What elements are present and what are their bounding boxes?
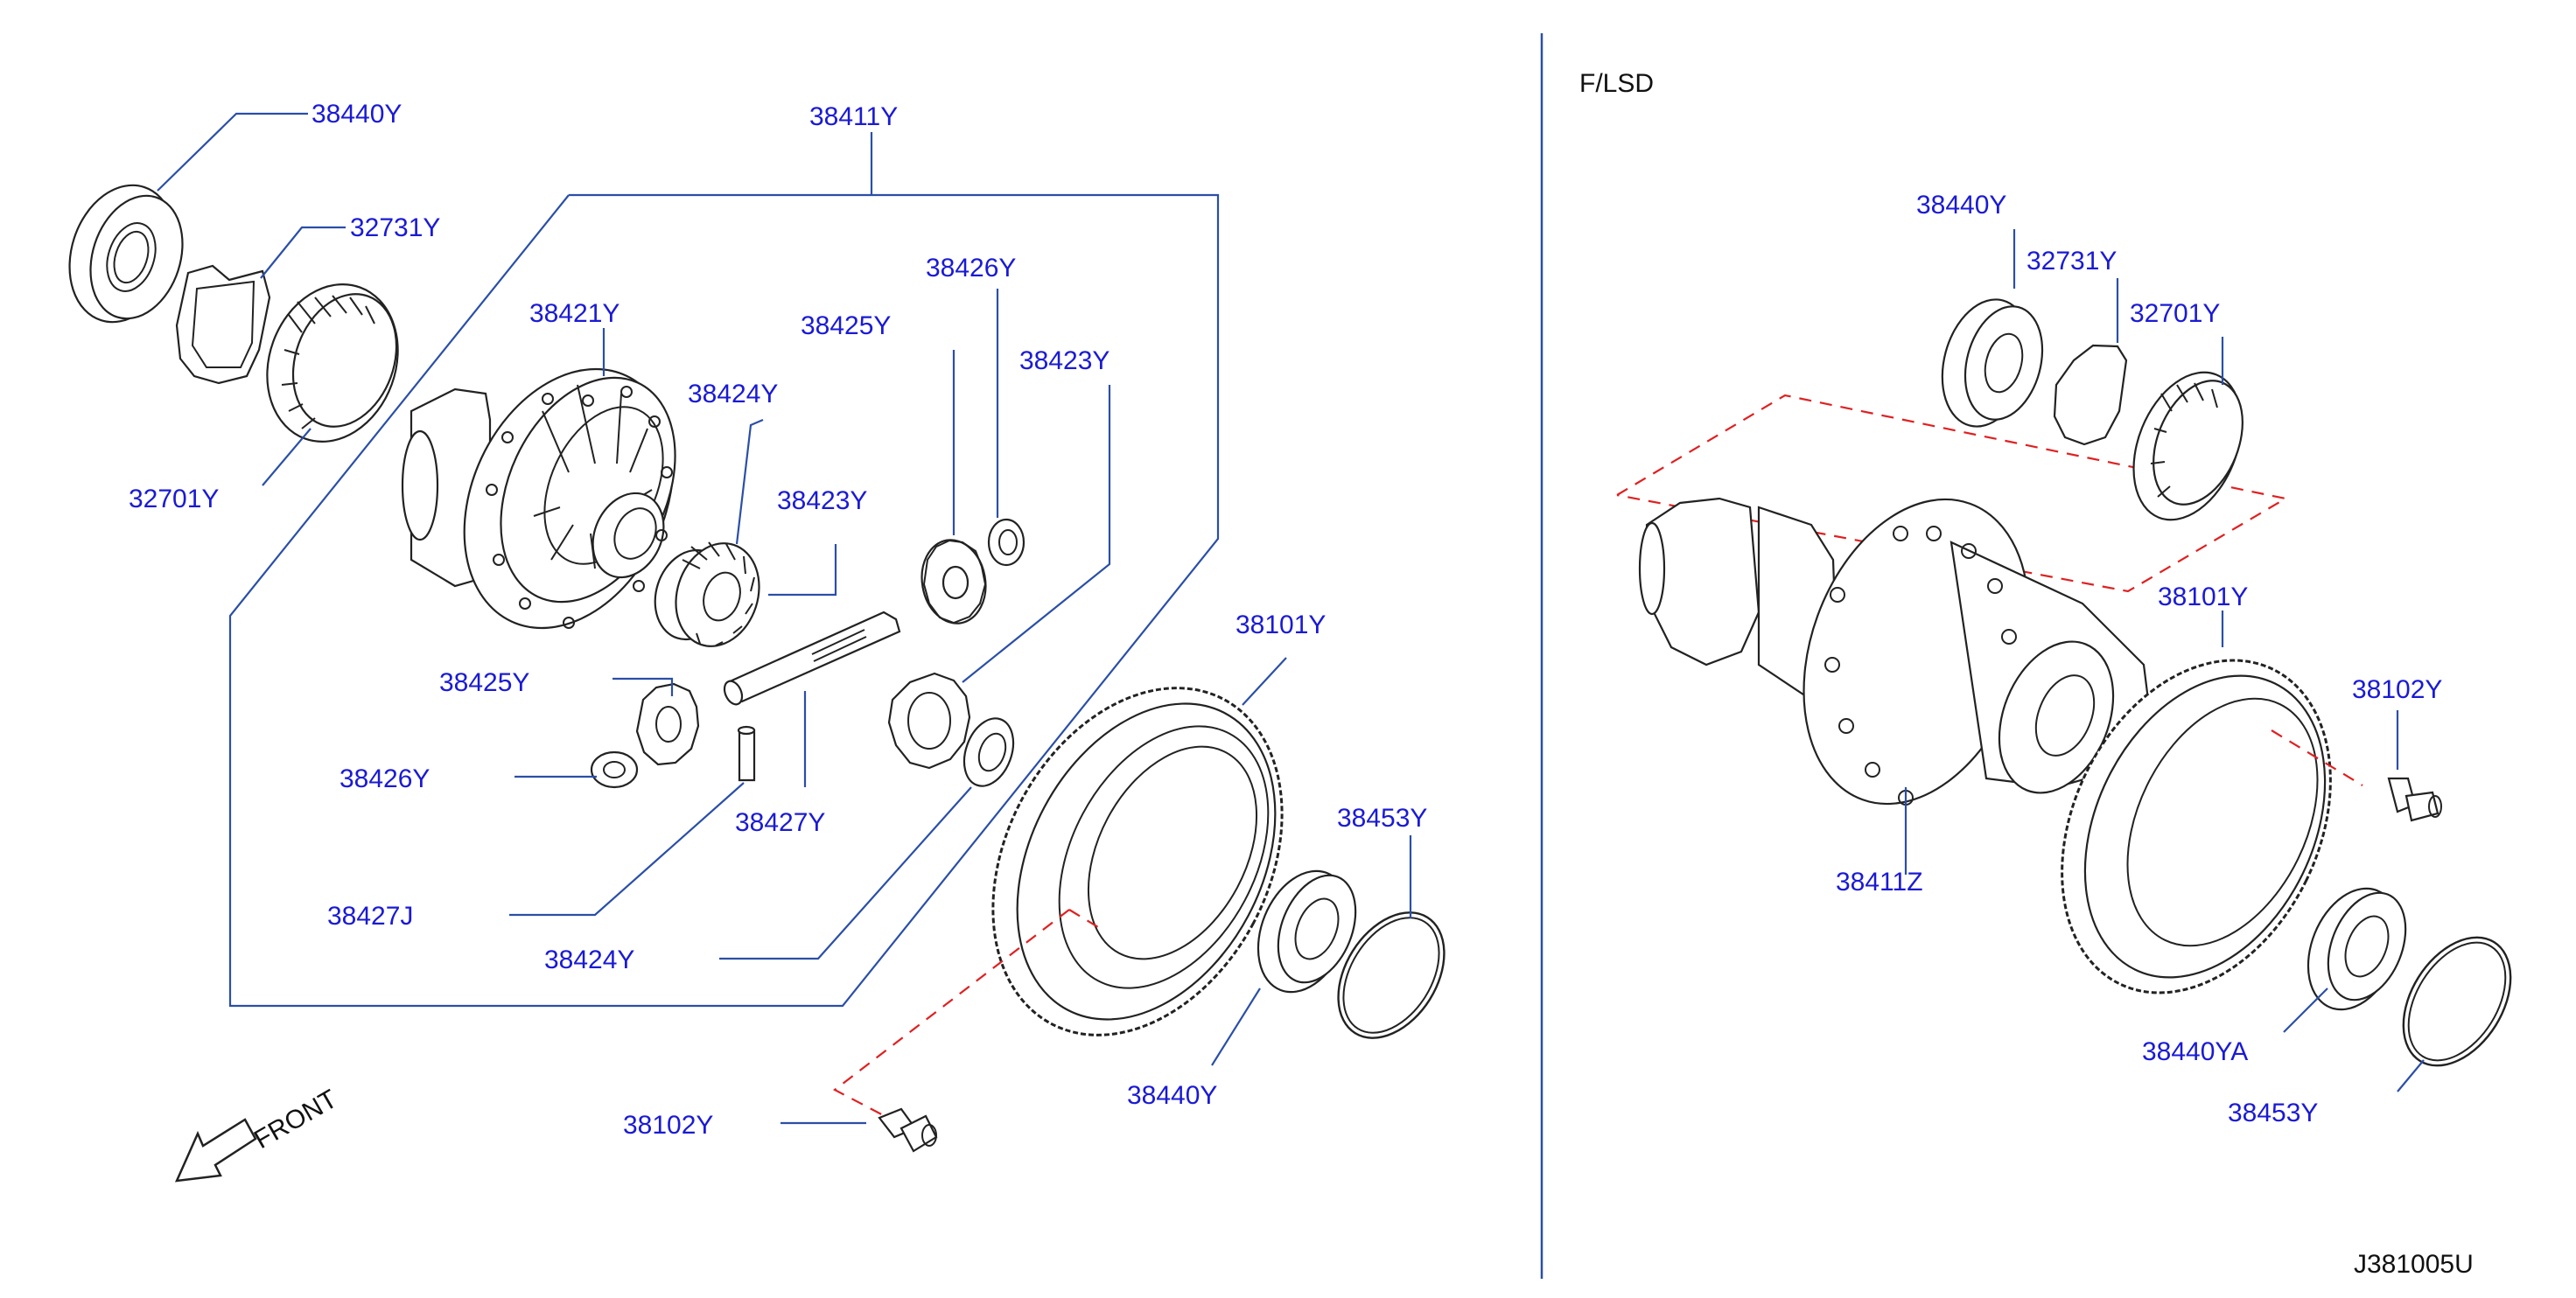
leader-38440Y-bottom (1211, 987, 1261, 1066)
leader-32731Y-top (260, 226, 346, 279)
label-38440Y-bottom: 38440Y (1127, 1081, 1217, 1110)
pinion-washer-upper-part (987, 518, 1026, 567)
label-38425Y-upper: 38425Y (801, 311, 891, 340)
snap-ring-right-part (2402, 936, 2512, 1067)
bearing-top-part (68, 184, 184, 324)
bearing-bottom-right-part (2306, 887, 2407, 1011)
label-38453Y-left: 38453Y (1337, 804, 1427, 833)
label-38426Y-lower: 38426Y (340, 764, 430, 793)
label-38102Y-right: 38102Y (2352, 675, 2442, 704)
label-32701Y-top-right: 32701Y (2130, 299, 2220, 328)
label-38424Y-lower: 38424Y (544, 946, 634, 974)
diff-case-part (401, 367, 676, 630)
leader-38425Y-lower (612, 677, 674, 696)
label-32701Y-top: 32701Y (129, 485, 219, 513)
pinion-washer-lower-part (590, 750, 639, 789)
shim-top-right-part (2053, 344, 2128, 446)
leader-38423Y-right (962, 385, 1111, 683)
label-38427J: 38427J (327, 902, 413, 931)
shim-top-part (175, 264, 271, 385)
side-gear-lower-part (887, 672, 1015, 787)
drawing-code: J381005U (2354, 1250, 2474, 1279)
label-38411Y: 38411Y (809, 102, 898, 131)
label-38424Y-upper: 38424Y (688, 380, 778, 408)
label-38453Y-right: 38453Y (2228, 1099, 2318, 1127)
label-38101Y-right: 38101Y (2158, 583, 2248, 611)
leader-38440YA (2283, 987, 2328, 1033)
label-32731Y-top-right: 32731Y (2026, 247, 2117, 276)
lsd-case-part (1638, 497, 2154, 806)
label-38102Y-left: 38102Y (623, 1111, 713, 1140)
leader-38423Y-upper (768, 544, 837, 597)
label-38421Y: 38421Y (529, 299, 620, 328)
leader-38440Y-top (157, 112, 308, 192)
ring-gear-left-part (991, 687, 1284, 1036)
label-38426Y-upper: 38426Y (926, 254, 1016, 283)
seal-top-part (266, 283, 399, 443)
seal-top-right-part (2132, 371, 2244, 521)
front-label: FRONT (249, 1085, 342, 1155)
label-38423Y-right: 38423Y (1019, 346, 1110, 375)
label-38423Y-upper: 38423Y (777, 486, 867, 515)
label-38427Y: 38427Y (735, 808, 825, 837)
bolt-right-part (2387, 777, 2442, 822)
leader-32701Y-top (262, 428, 312, 486)
label-38440Y-top: 38440Y (312, 100, 402, 129)
label-38440Y-top-right: 38440Y (1916, 191, 2006, 220)
lock-pin-part (737, 725, 756, 782)
label-38425Y-lower: 38425Y (439, 668, 529, 697)
leader-38101Y-left (1242, 657, 1287, 706)
case-dashed-bracket (1616, 394, 2289, 593)
pinion-gear-lower-part (635, 682, 700, 766)
ring-gear-right-part (2061, 659, 2332, 994)
bearing-bottom-left-part (1256, 869, 1357, 994)
leader-38453Y-right (2397, 1059, 2425, 1092)
label-32731Y-top: 32731Y (350, 213, 440, 242)
case-assembly-bracket (228, 193, 1220, 1008)
label-38101Y-left: 38101Y (1236, 611, 1326, 639)
leader-38424Y-lower (719, 786, 972, 960)
bolt-dashed-left (832, 909, 1070, 1119)
bolt-left-part (878, 1107, 938, 1153)
snap-ring-left-part (1337, 911, 1446, 1039)
pinion-gear-upper-part (920, 539, 987, 625)
pinion-shaft-part (723, 611, 901, 706)
label-38411Z: 38411Z (1836, 868, 1923, 897)
side-gear-upper-part (654, 541, 760, 647)
bearing-top-right-part (1941, 298, 2044, 428)
front-arrow-icon (174, 1118, 257, 1183)
leader-38424Y-upper (735, 418, 764, 545)
leader-38427J (509, 782, 745, 917)
bolt-dashed-right (2271, 729, 2363, 786)
label-38440YA: 38440YA (2142, 1037, 2248, 1066)
section-label: F/LSD (1579, 69, 1654, 98)
